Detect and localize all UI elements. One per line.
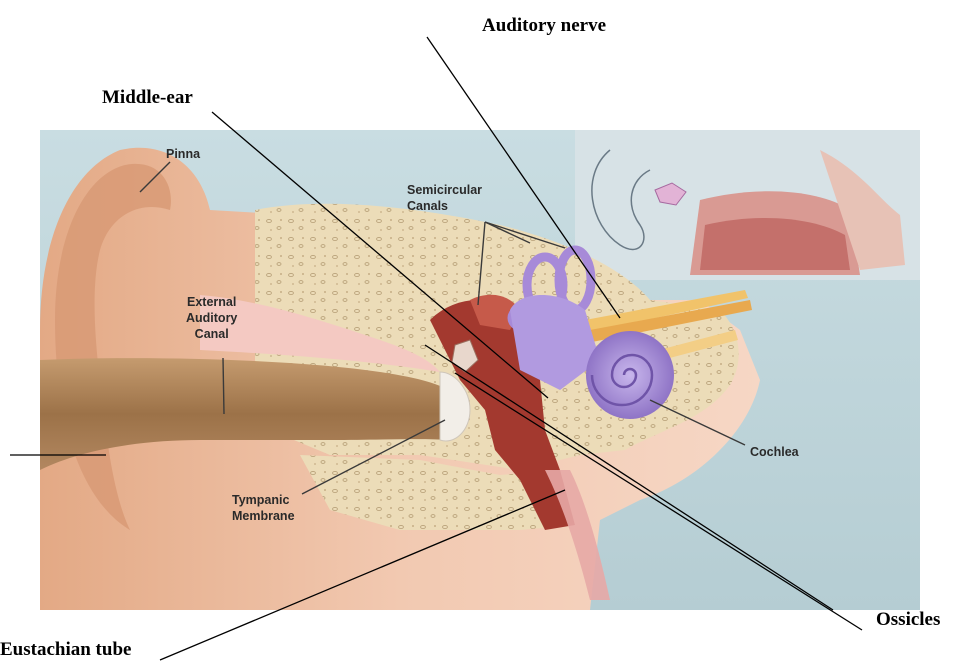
cochlea-label: Cochlea: [750, 444, 799, 460]
semicircular-canals-label: Semicircular Canals: [407, 182, 482, 214]
external-label-line1: External: [186, 294, 237, 310]
tympanic-membrane-label: Tympanic Membrane: [232, 492, 295, 524]
tympanic-label-line1: Tympanic: [232, 492, 295, 508]
external-label-line3: Canal: [186, 326, 237, 342]
eustachian-tube-label: Eustachian tube: [0, 639, 131, 661]
semicircular-label-line1: Semicircular: [407, 182, 482, 198]
middle-ear-label: Middle-ear: [102, 87, 193, 109]
tympanic-label-line2: Membrane: [232, 508, 295, 524]
semicircular-label-line2: Canals: [407, 198, 482, 214]
pinna-label: Pinna: [166, 146, 200, 162]
ossicles-label: Ossicles: [876, 609, 940, 631]
external-label-line2: Auditory: [186, 310, 237, 326]
auditory-nerve-label: Auditory nerve: [482, 15, 606, 37]
inset-head-illustration: [575, 130, 920, 280]
external-auditory-canal-label: External Auditory Canal: [186, 294, 237, 342]
